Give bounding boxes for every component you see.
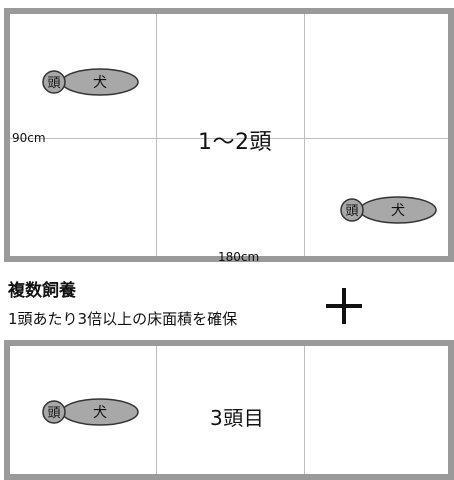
grid-line-vertical-2 (304, 346, 305, 474)
grid-line-vertical-1 (156, 346, 157, 474)
pen-capacity-label: 3頭目 (210, 406, 265, 430)
plus-icon (326, 288, 362, 324)
dog-icon: 頭 犬 (336, 194, 437, 226)
dog-head-label: 頭 (345, 204, 358, 219)
depth-dimension-label: 90cm (12, 131, 46, 145)
dog-icon: 頭 犬 (38, 66, 139, 98)
dog-head-label: 頭 (47, 406, 60, 421)
dog-body-label: 犬 (93, 75, 107, 91)
caption-subtitle: 1頭あたり3倍以上の床面積を確保 (8, 310, 238, 328)
dog-head-label: 頭 (47, 76, 60, 91)
dog-body-label: 犬 (391, 203, 405, 219)
dog-icon: 頭 犬 (38, 396, 139, 428)
grid-line-horizontal (10, 138, 448, 139)
pen-capacity-label: 1～2頭 (198, 130, 272, 155)
dog-body-label: 犬 (93, 405, 107, 421)
width-dimension-label: 180cm (218, 250, 260, 264)
pen-area-top: 頭 犬 頭 犬 1～2頭 90cm 180cm (4, 8, 454, 264)
caption-title: 複数飼養 (8, 281, 76, 301)
grid-line-vertical-1 (156, 14, 157, 256)
grid-line-vertical-2 (304, 14, 305, 256)
pen-area-bottom: 頭 犬 3頭目 (4, 340, 454, 480)
